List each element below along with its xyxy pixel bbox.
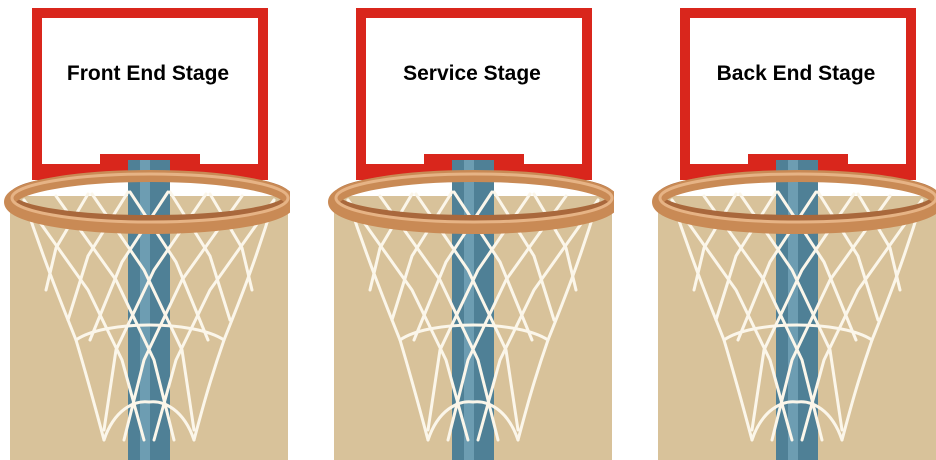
hoop-panel: Front End Stage — [4, 0, 290, 460]
hoop-pole-highlight — [140, 160, 150, 460]
hoop-pole-highlight — [788, 160, 798, 460]
hoop-pole-highlight — [464, 160, 474, 460]
stage-label: Back End Stage — [676, 60, 916, 88]
stage-label: Front End Stage — [28, 60, 268, 88]
hoop-panel: Back End Stage — [652, 0, 936, 460]
hoop-panel: Service Stage — [328, 0, 614, 460]
backboard-face — [42, 18, 258, 164]
backboard-face — [690, 18, 906, 164]
stage-label: Service Stage — [352, 60, 592, 88]
backboard-face — [366, 18, 582, 164]
